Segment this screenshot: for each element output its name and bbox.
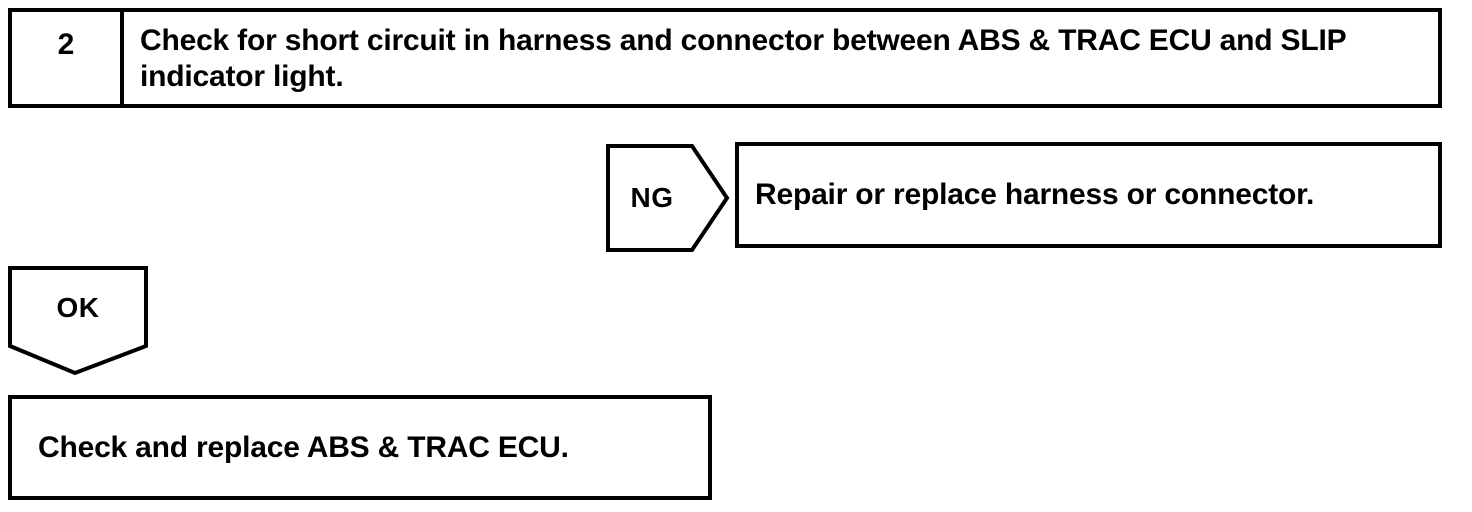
ok-action-text: Check and replace ABS & TRAC ECU. <box>38 430 569 464</box>
ok-arrow-icon <box>8 266 148 376</box>
ng-label: NG <box>630 182 674 213</box>
ng-connector: NG <box>606 144 730 252</box>
ok-action-box: Check and replace ABS & TRAC ECU. <box>8 395 712 500</box>
ng-action-box: Repair or replace harness or connector. <box>735 142 1442 248</box>
step-instruction: Check for short circuit in harness and c… <box>140 24 1346 93</box>
ok-label: OK <box>56 292 100 323</box>
ok-connector: OK <box>8 266 148 376</box>
step-number: 2 <box>12 12 124 104</box>
ng-action-text: Repair or replace harness or connector. <box>755 178 1315 211</box>
step-box: 2 Check for short circuit in harness and… <box>8 8 1442 108</box>
ng-arrow-icon <box>606 144 730 252</box>
